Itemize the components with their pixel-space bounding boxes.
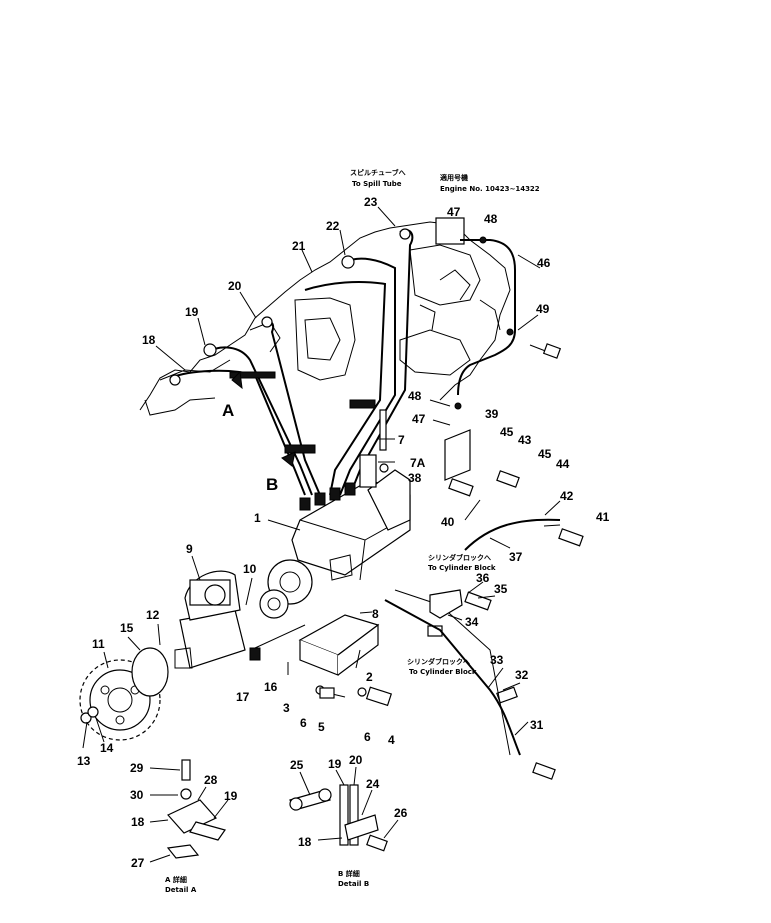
- note-engine-jp: 適用号機: [440, 173, 468, 182]
- callout-2: 2: [366, 670, 373, 684]
- callout-21: 21: [292, 239, 306, 253]
- callout-20-detail-b: 20: [349, 753, 363, 767]
- callout-48: 48: [408, 389, 422, 403]
- callout-49: 49: [536, 302, 550, 316]
- callout-9: 9: [186, 542, 193, 556]
- callout-5: 5: [318, 720, 325, 734]
- callout-39: 39: [485, 407, 499, 421]
- callout-1: 1: [254, 511, 261, 525]
- callout-26: 26: [394, 806, 408, 820]
- callout-10: 10: [243, 562, 257, 576]
- callout-19-detail-a: 19: [224, 789, 238, 803]
- callout-28: 28: [204, 773, 218, 787]
- callout-14: 14: [100, 741, 114, 755]
- detail-b-drawing: [289, 766, 399, 852]
- callout-7: 7: [398, 433, 405, 447]
- callout-24: 24: [366, 777, 380, 791]
- callout-38: 38: [408, 471, 422, 485]
- callout-11: 11: [92, 637, 105, 651]
- spill-tube-46: [435, 217, 562, 410]
- callout-7a: 7A: [410, 456, 426, 470]
- callout-25: 25: [290, 758, 304, 772]
- callout-labels: 23 22 21 20 19 18 47 48 46 49 48 47 7 7A…: [77, 195, 610, 870]
- pump-bracket: [298, 614, 380, 676]
- view-marker-b: B: [266, 475, 278, 494]
- callout-15: 15: [120, 621, 134, 635]
- callout-47-top: 47: [447, 205, 461, 219]
- callout-3: 3: [283, 701, 290, 715]
- callout-42: 42: [560, 489, 574, 503]
- note-cyl2-jp: シリンダブロックへ: [407, 657, 470, 666]
- callout-41: 41: [596, 510, 610, 524]
- callout-18: 18: [142, 333, 156, 347]
- bracket-38: [444, 429, 471, 481]
- callout-37: 37: [509, 550, 523, 564]
- note-cyl1-en: To Cylinder Block: [428, 564, 496, 572]
- air-compressor: [174, 570, 246, 669]
- callout-22: 22: [326, 219, 340, 233]
- callout-19: 19: [185, 305, 199, 319]
- callout-27: 27: [131, 856, 145, 870]
- callout-17: 17: [236, 690, 250, 704]
- fasteners: [249, 409, 584, 780]
- callout-4: 4: [388, 733, 395, 747]
- note-engine-en: Engine No. 10423~14322: [440, 185, 540, 193]
- callout-34: 34: [465, 615, 479, 629]
- callout-43: 43: [518, 433, 532, 447]
- callout-20: 20: [228, 279, 242, 293]
- callout-47: 47: [412, 412, 426, 426]
- view-marker-a: A: [222, 401, 234, 420]
- callout-23: 23: [364, 195, 378, 209]
- leader-lines: [82, 206, 561, 749]
- note-spill-jp: スピルチューブへ: [350, 168, 406, 177]
- callout-31: 31: [530, 718, 544, 732]
- callout-45-lower: 45: [538, 447, 552, 461]
- o-ring-seal: [131, 647, 169, 697]
- callout-19-detail-b: 19: [328, 757, 342, 771]
- note-cyl2-en: To Cylinder Block: [409, 668, 477, 676]
- callout-48-top: 48: [484, 212, 498, 226]
- nut-13: [80, 712, 92, 724]
- callout-6-left: 6: [300, 716, 307, 730]
- callout-46: 46: [537, 256, 551, 270]
- callout-18-detail-b: 18: [298, 835, 312, 849]
- detail-a-drawing: [149, 759, 229, 863]
- detail-a-en: Detail A: [165, 886, 197, 894]
- callout-35: 35: [494, 582, 508, 596]
- note-cyl1-jp: シリンダブロックへ: [428, 553, 491, 562]
- washer-14: [87, 706, 99, 718]
- callout-29: 29: [130, 761, 144, 775]
- callout-33: 33: [490, 653, 504, 667]
- pipes: [384, 499, 561, 756]
- fuel-injection-pump: [259, 454, 411, 619]
- arrow-b-icon: [281, 451, 296, 467]
- callout-30: 30: [130, 788, 144, 802]
- callout-40: 40: [441, 515, 455, 529]
- note-spill-en: To Spill Tube: [352, 180, 402, 188]
- detail-a-jp: A 詳細: [165, 875, 187, 884]
- callout-36: 36: [476, 571, 490, 585]
- callout-8: 8: [372, 607, 379, 621]
- injection-lines: [169, 228, 414, 496]
- arrow-a-icon: [231, 370, 243, 390]
- detail-b-jp: B 詳細: [338, 869, 360, 878]
- callout-12: 12: [146, 608, 160, 622]
- callout-16: 16: [264, 680, 278, 694]
- callout-6-right: 6: [364, 730, 371, 744]
- callout-45-upper: 45: [500, 425, 514, 439]
- detail-b-en: Detail B: [338, 880, 369, 888]
- callout-13: 13: [77, 754, 91, 768]
- callout-44: 44: [556, 457, 570, 471]
- callout-32: 32: [515, 668, 529, 682]
- callout-18-detail-a: 18: [131, 815, 145, 829]
- engine-block-outline: [139, 221, 511, 416]
